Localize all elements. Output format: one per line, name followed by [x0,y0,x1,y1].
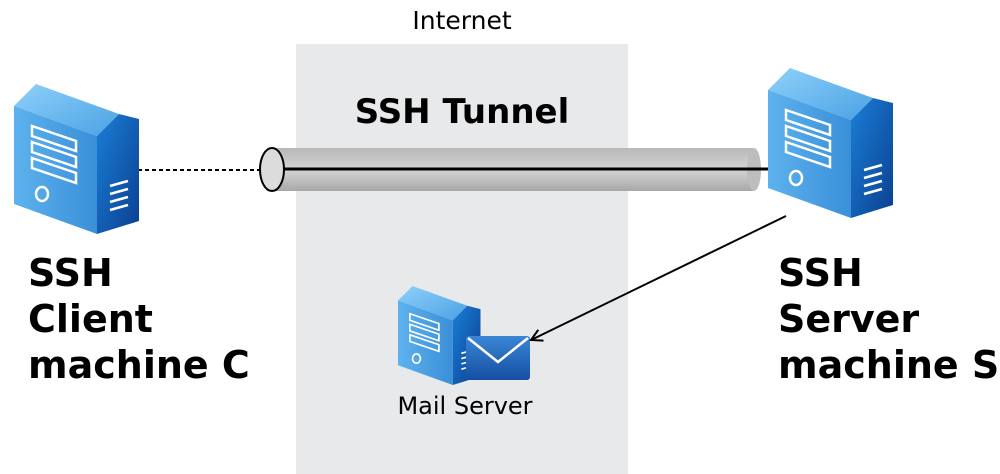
server-label-line-2: Server [778,297,920,341]
client-label-line-2: Client [28,297,153,341]
server-label: SSH Server machine S [778,250,999,388]
client-label-line-3: machine C [28,343,250,387]
ssh-server-icon [766,66,895,220]
internet-zone [296,44,628,474]
ssh-tunnel-label: SSH Tunnel [354,92,570,132]
client-label: SSH Client machine C [28,250,250,388]
forward-arrow [531,215,787,340]
server-label-line-3: machine S [778,343,1000,387]
server-label-line-1: SSH [778,251,863,295]
client-server-icon [12,82,141,236]
internet-label: Internet [412,6,512,35]
client-label-line-1: SSH [28,251,113,295]
mail-envelope-icon [466,336,530,380]
ssh-tunnel [259,147,782,192]
mail-server-label: Mail Server [397,392,533,420]
